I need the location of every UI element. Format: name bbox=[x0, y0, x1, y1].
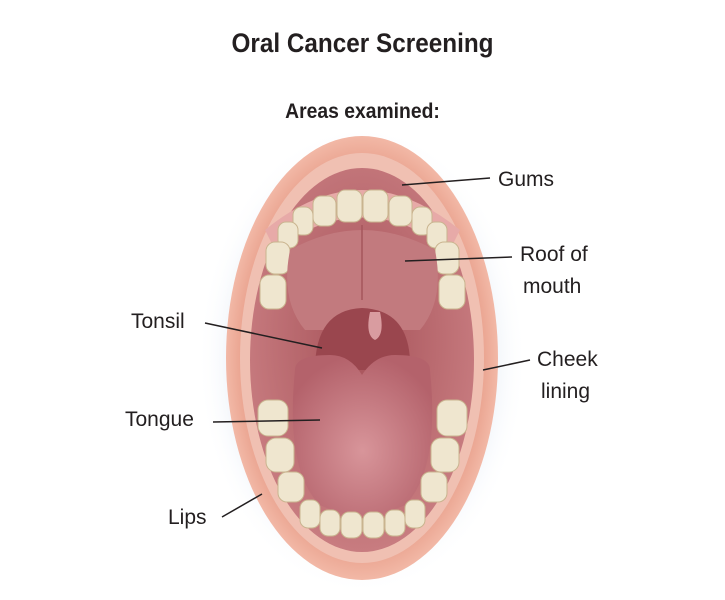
roof-leader-line bbox=[404, 256, 513, 262]
leader-lines bbox=[204, 177, 531, 518]
lips-leader-line bbox=[221, 493, 263, 518]
tongue bbox=[292, 355, 433, 515]
label-roof-of-mouth-line2: mouth bbox=[523, 275, 582, 298]
label-tongue: Tongue bbox=[125, 408, 194, 431]
cheek-leader-line bbox=[482, 359, 531, 371]
subtitle: Areas examined: bbox=[285, 100, 440, 123]
label-roof-of-mouth-line1: Roof of bbox=[520, 243, 588, 266]
tongue-leader-line bbox=[212, 419, 321, 423]
lower-teeth bbox=[257, 399, 468, 539]
label-cheek-lining-line1: Cheek bbox=[537, 348, 598, 371]
page-title: Oral Cancer Screening bbox=[231, 28, 494, 58]
label-cheek-lining-line2: lining bbox=[541, 380, 591, 403]
tonsil-leader-line bbox=[204, 322, 323, 349]
throat bbox=[315, 308, 411, 370]
gums-leader-line bbox=[401, 177, 491, 186]
label-lips: Lips bbox=[168, 506, 207, 529]
label-tonsil: Tonsil bbox=[131, 310, 185, 333]
label-gums: Gums bbox=[498, 168, 555, 191]
upper-teeth bbox=[259, 189, 466, 310]
uvula bbox=[368, 312, 382, 340]
